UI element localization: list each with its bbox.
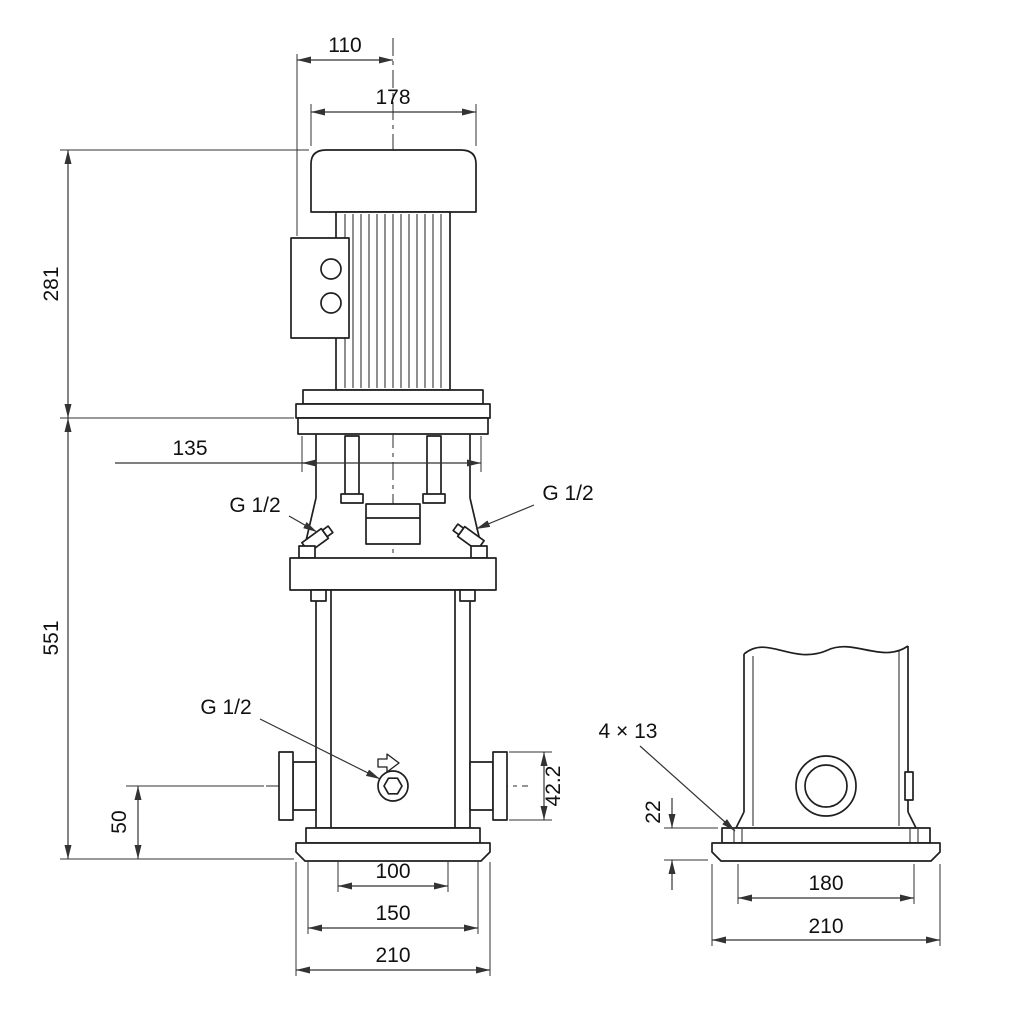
coupling-guard-right [426,435,442,499]
motor-fins [344,214,442,388]
drain-plug-label: G 1/2 [200,696,251,719]
dim-42-2-label: 42.2 [542,766,565,807]
staybolt-nut-left [310,589,327,602]
dim-150-label: 150 [375,902,410,925]
dim-42-2: 42.2 [509,751,565,821]
port-circle-inner [804,764,848,808]
dim-22: 22 [642,798,718,890]
break-line [743,645,909,656]
dim-551: 551 [40,417,294,860]
dim-22-label: 22 [642,800,665,823]
side-view: 4 × 13 22 180 210 [599,645,941,946]
dim-210-front: 210 [295,862,491,976]
dim-100: 100 [337,860,449,892]
pump-body-side [735,645,917,829]
dim-bolt-holes: 4 × 13 [599,720,736,832]
dim-178-label: 178 [375,86,410,109]
dim-210-side: 210 [711,864,941,946]
dim-210-front-label: 210 [375,944,410,967]
suction-port [278,751,317,821]
dim-50-label: 50 [108,810,131,833]
dim-210-side-label: 210 [808,915,843,938]
base-side [711,827,941,862]
cable-entry-top [320,258,342,280]
plug-right-label: G 1/2 [542,482,593,505]
terminal-box [290,237,350,339]
plug-left-label: G 1/2 [229,494,280,517]
flow-arrow-icon [377,753,400,773]
dim-150: 150 [307,862,479,934]
drain-plug [377,770,409,802]
coupling [365,503,421,545]
coupling-guard-left [344,435,360,499]
dim-110-label: 110 [328,34,361,57]
dim-110: 110 [296,34,393,236]
front-view: 110 178 281 551 135 G 1/2 [40,34,594,976]
dim-135: 135 [115,436,482,472]
dim-178: 178 [310,86,477,146]
pump-head-flange [289,545,497,591]
staybolt-nut-right [459,589,476,602]
dim-180-label: 180 [808,872,843,895]
plug-label-left: G 1/2 [229,494,318,533]
base-front [295,827,491,862]
side-tab [904,771,914,801]
discharge-port [469,751,508,821]
dim-281: 281 [40,149,309,418]
dim-100-label: 100 [375,860,410,883]
dim-551-label: 551 [40,620,63,655]
dim-180: 180 [737,864,915,904]
dim-50: 50 [108,785,264,859]
bolt-holes-label: 4 × 13 [599,720,658,743]
motor-fan-cover [310,149,477,213]
drain-label: G 1/2 [200,696,381,780]
dim-135-label: 135 [172,437,207,460]
motor-flange [295,389,491,419]
dim-281-label: 281 [40,266,63,301]
motor-stool [297,417,489,559]
cable-entry-bottom [320,292,342,314]
plug-label-right: G 1/2 [475,482,594,530]
